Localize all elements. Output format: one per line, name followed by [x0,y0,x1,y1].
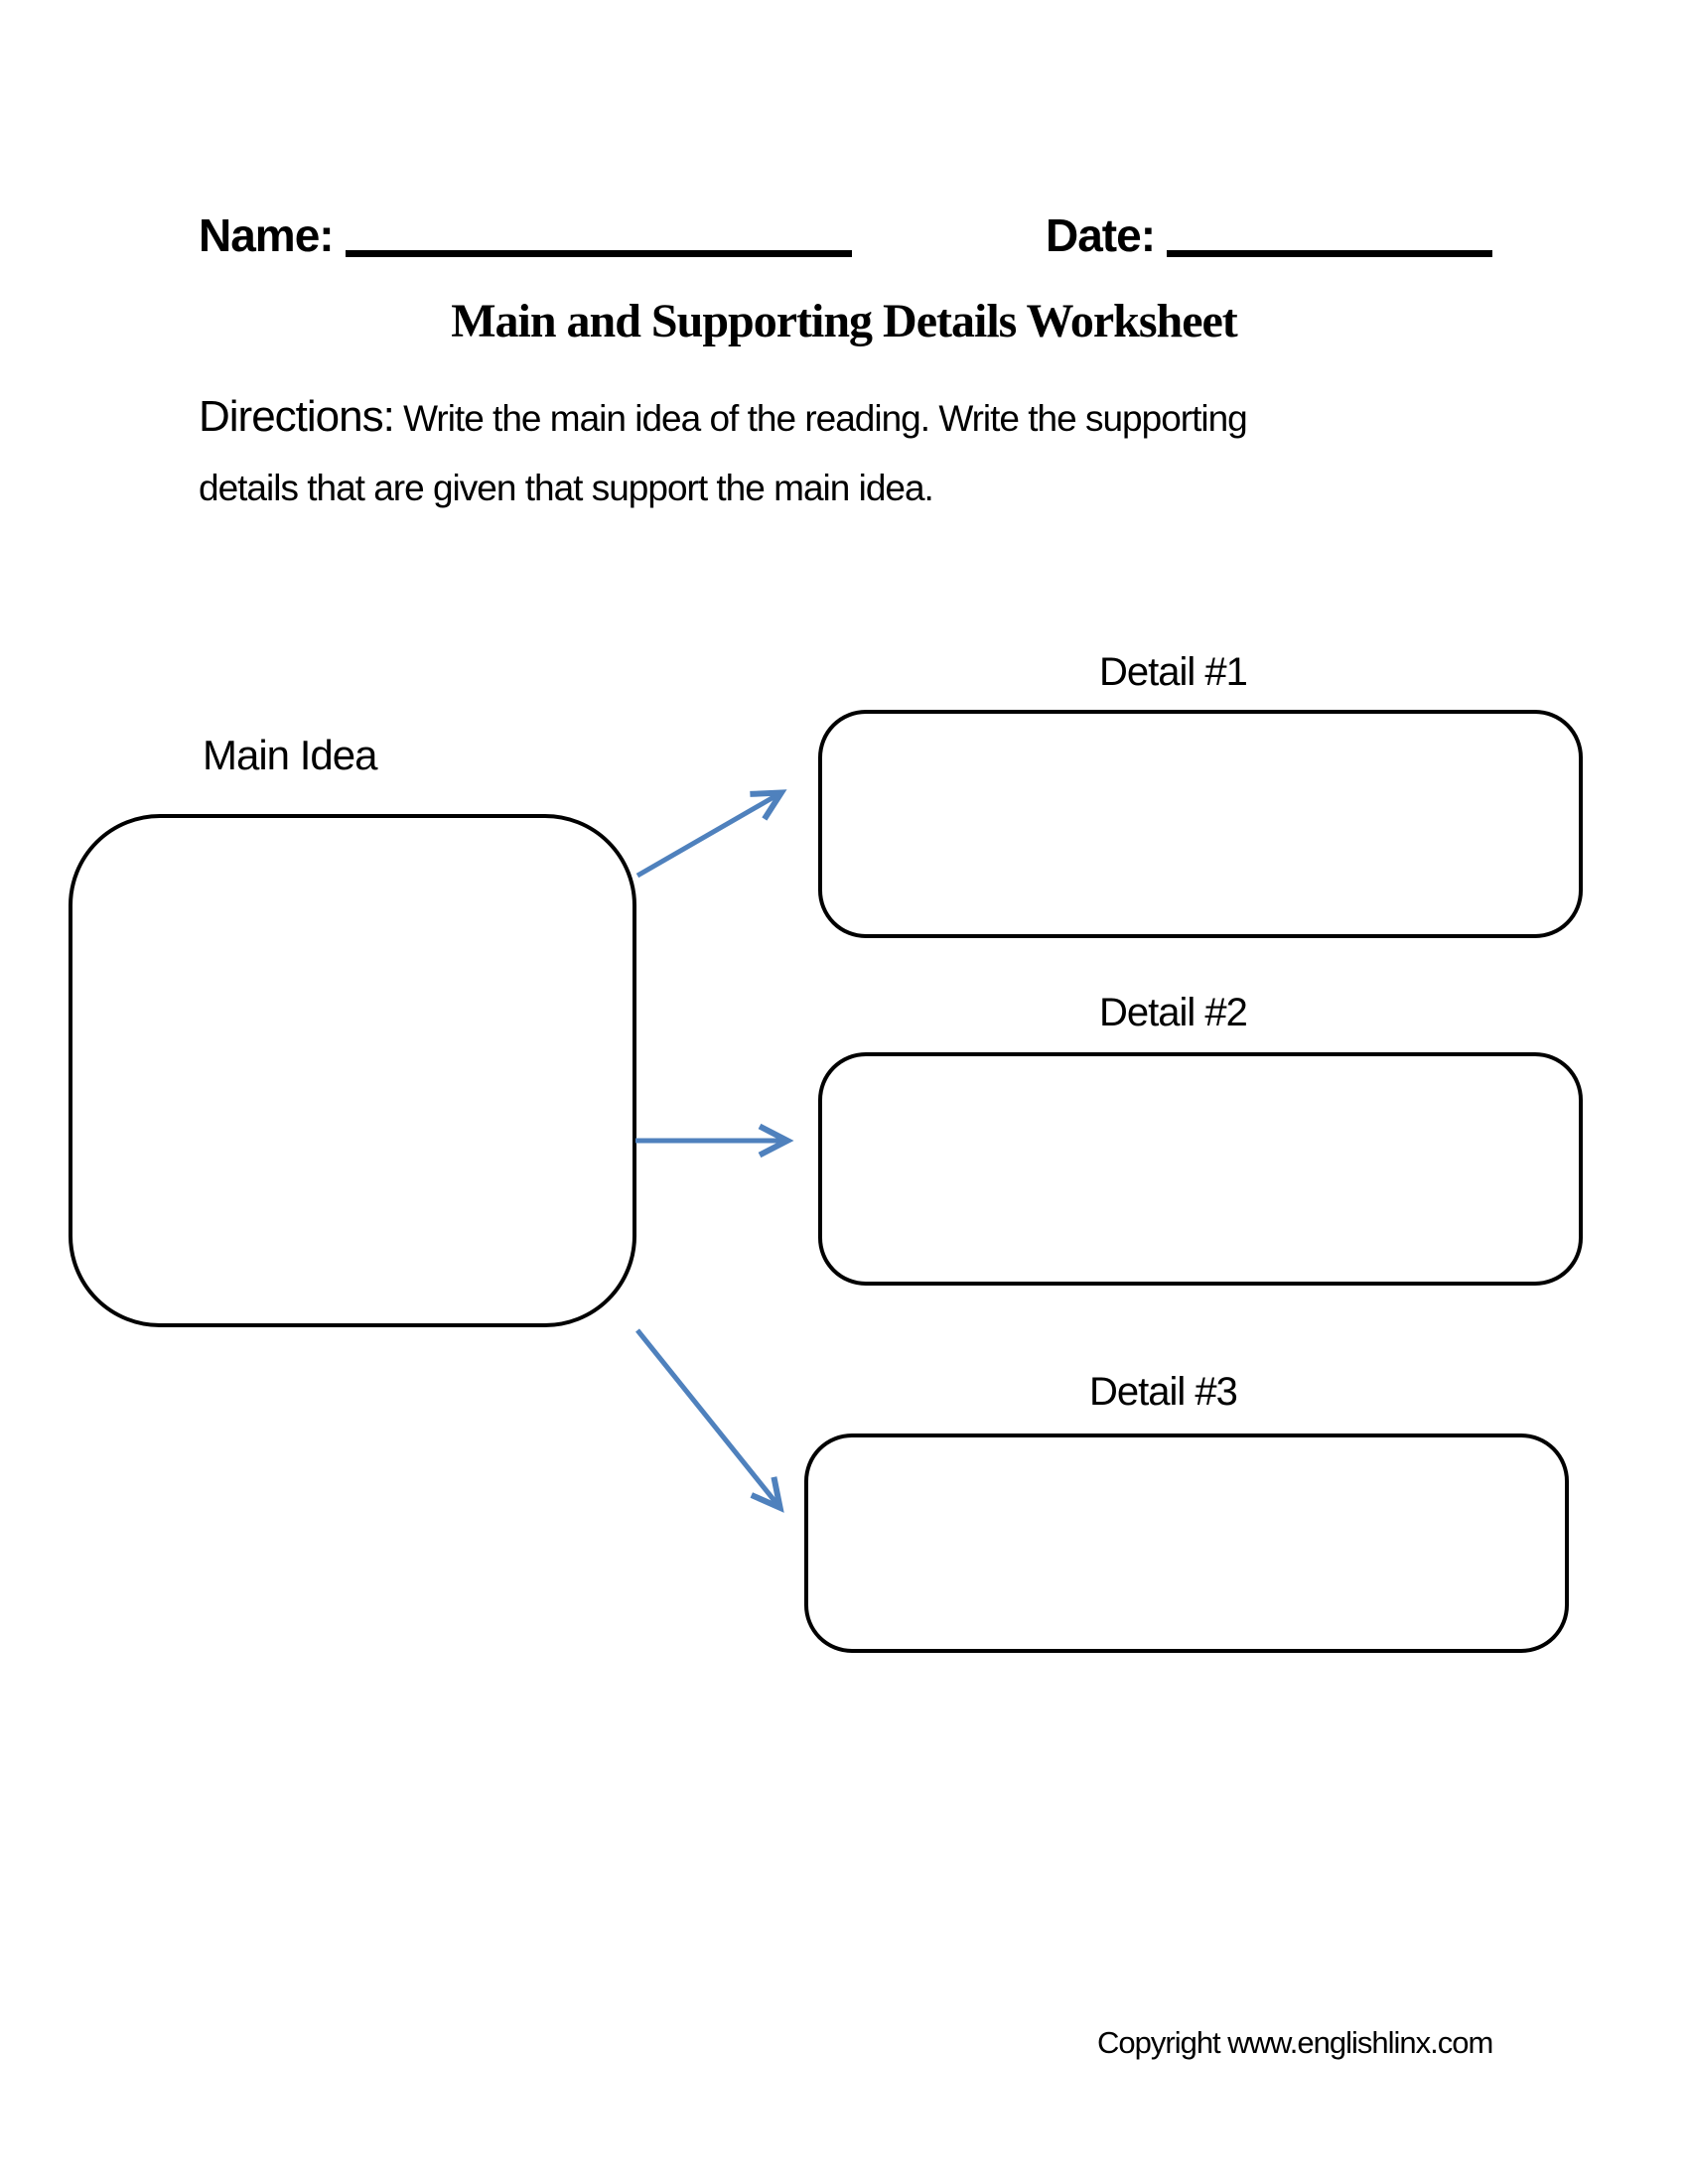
date-label: Date: [1046,209,1156,261]
date-blank-line [1167,250,1492,257]
main-idea-label: Main Idea [203,732,377,778]
detail-2-box [818,1052,1583,1286]
directions-label: Directions: [199,392,395,441]
detail-3-label: Detail #3 [1089,1370,1238,1414]
directions-text: Directions: Write the main idea of the r… [199,395,1489,508]
detail-3-box [804,1433,1569,1653]
directions-line-1: Directions: Write the main idea of the r… [199,395,1489,439]
page-title: Main and Supporting Details Worksheet [451,295,1238,347]
detail-2-label: Detail #2 [1099,991,1248,1034]
main-idea-box [69,814,636,1327]
name-blank-line [346,250,852,257]
name-label: Name: [199,209,335,261]
arrow-main-to-detail1 [635,789,787,879]
copyright-text: Copyright www.englishlinx.com [1097,2025,1493,2060]
detail-1-box [818,710,1583,938]
directions-line-1-text: Write the main idea of the reading. Writ… [393,398,1248,439]
directions-line-2: details that are given that support the … [199,468,934,508]
detail-1-label: Detail #1 [1099,650,1248,694]
arrow-main-to-detail3 [635,1328,784,1513]
